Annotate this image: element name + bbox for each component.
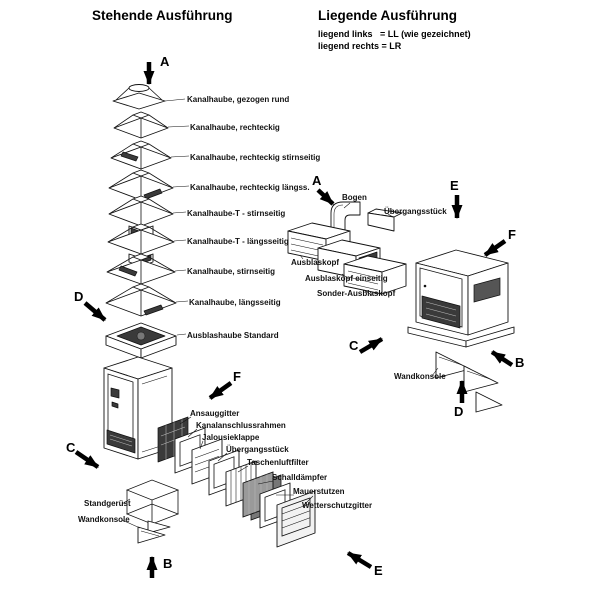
direction-letter-c-lying: C xyxy=(349,338,359,353)
direction-letter-d-lying: D xyxy=(454,404,464,419)
leader-lines xyxy=(121,98,439,529)
ausblaskopf-label: Ausblaskopf xyxy=(291,258,340,267)
lying-unit-shape xyxy=(415,249,509,336)
wetterschutzgitter-shape xyxy=(276,490,316,548)
direction-letter-b-standing: B xyxy=(163,556,173,571)
standing-component-label: Mauerstutzen xyxy=(293,487,345,496)
direction-letter-e-standing: E xyxy=(374,563,383,578)
standing-component-label: Kanalanschlussrahmen xyxy=(196,421,286,430)
uebergangsstueck-lying-label: Übergangsstück xyxy=(384,207,447,216)
arrow-a-lying xyxy=(316,188,335,206)
standing-hood-label: Ausblashaube Standard xyxy=(187,331,279,340)
standing-hood-label: Kanalhaube, rechteckig xyxy=(190,123,280,132)
standgeruest-label: Standgerüst xyxy=(84,499,131,508)
ausblashaube-standard-shape xyxy=(105,322,177,359)
wandkonsole-right-label: Wandkonsole xyxy=(394,372,446,381)
arrow-b-lying xyxy=(490,350,514,367)
direction-letter-c-standing: C xyxy=(66,440,76,455)
arrow-c-standing xyxy=(74,450,100,469)
lying-unit-base-shape xyxy=(407,326,515,348)
hood-round-shape xyxy=(112,84,166,110)
direction-letter-a-standing: A xyxy=(160,54,170,69)
sonder-ausblaskopf-shape xyxy=(343,255,407,295)
standing-component-label: Ansauggitter xyxy=(190,409,240,418)
wandkonsole-left-shape xyxy=(137,520,171,544)
arrow-f-standing xyxy=(208,381,233,400)
direction-letter-f-standing: F xyxy=(233,369,241,384)
standing-hood-label: Kanalhaube-T - stirnseitig xyxy=(187,209,286,218)
hood-laengsseitig-shape xyxy=(105,283,177,317)
direction-letter-d-standing: D xyxy=(74,289,84,304)
standgeruest-shape xyxy=(125,479,180,525)
direction-letter-f-lying: F xyxy=(508,227,516,242)
arrow-c-lying xyxy=(358,337,384,354)
lying-legend-line-1: liegend links = LL (wie gezeichnet) xyxy=(318,29,471,39)
arrow-d-standing xyxy=(83,301,107,322)
lying-title: Liegende Ausführung xyxy=(318,8,457,23)
arrow-f-lying xyxy=(483,239,507,257)
wandkonsole-left-label: Wandkonsole xyxy=(78,515,130,524)
bogen-label: Bogen xyxy=(342,193,367,202)
standing-component-label: Schalldämpfer xyxy=(272,473,328,482)
direction-letter-e-lying: E xyxy=(450,178,459,193)
standing-hood-label: Kanalhaube, längsseitig xyxy=(189,298,281,307)
bogen-shape xyxy=(330,201,361,232)
ausblaskopf-einseitig-label: Ausblaskopf einseitig xyxy=(305,274,388,283)
direction-letter-a-lying: A xyxy=(312,173,322,188)
hood-rechteckig-laengs-shape xyxy=(108,169,174,201)
standing-hood-label: Kanalhaube, rechteckig stirnseitig xyxy=(190,153,321,162)
standing-title: Stehende Ausführung xyxy=(92,8,233,23)
standing-hood-label: Kanalhaube-T - längsseitig xyxy=(187,237,289,246)
hood-rechteckig-shape xyxy=(113,111,169,139)
lying-legend-line-2: liegend rechts = LR xyxy=(318,41,402,51)
hood-stirnseitig-shape xyxy=(106,253,176,285)
standing-hood-label: Kanalhaube, gezogen rund xyxy=(187,95,290,104)
sonder-ausblaskopf-label: Sonder-Ausblaskopf xyxy=(317,289,396,298)
uebergangsstueck-lying-shape xyxy=(367,208,403,232)
direction-letter-b-lying: B xyxy=(515,355,525,370)
standing-hood-label: Kanalhaube, stirnseitig xyxy=(187,267,276,276)
standing-unit-shape xyxy=(103,356,173,460)
arrow-e-standing xyxy=(346,551,373,569)
standing-component-label: Wetterschutzgitter xyxy=(302,501,373,510)
direction-arrows xyxy=(74,62,514,578)
hood-rechteckig-stirnseitig-shape xyxy=(110,140,172,170)
standing-component-label: Taschenluftfilter xyxy=(247,458,309,467)
standing-component-label: Übergangsstück xyxy=(226,445,289,454)
standing-component-label: Jalousieklappe xyxy=(202,433,260,442)
standing-hood-label: Kanalhaube, rechteckig längss. xyxy=(190,183,310,192)
wandkonsole-right-shape xyxy=(435,351,503,413)
